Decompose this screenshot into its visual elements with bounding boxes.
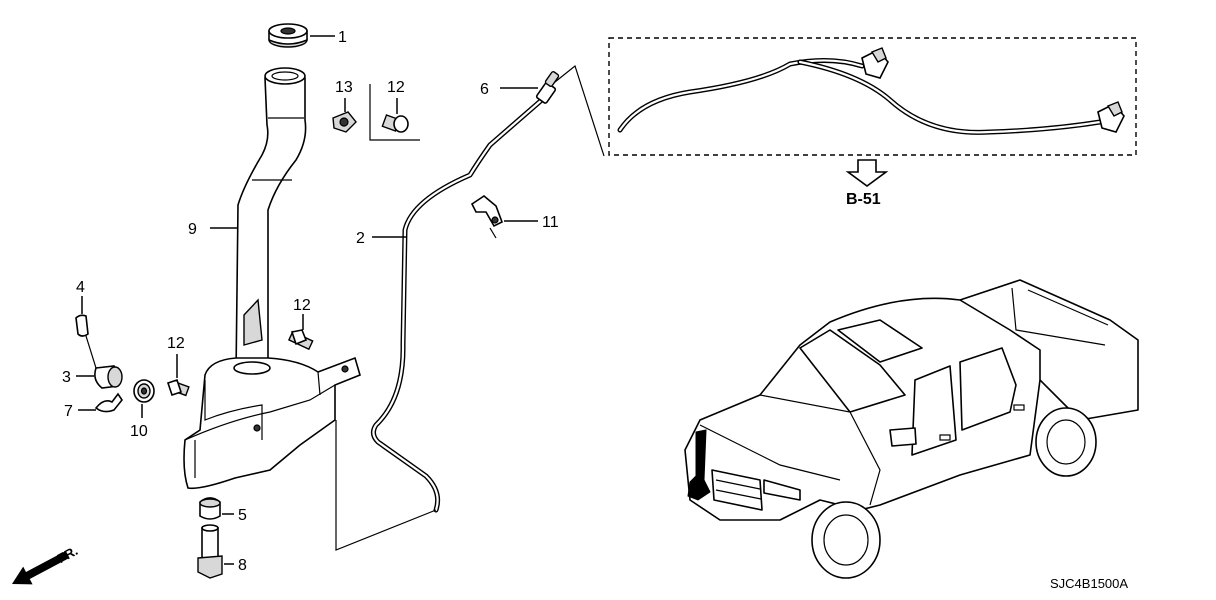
callout-12-left: 12 [167, 335, 185, 352]
part-7-clip [94, 392, 123, 413]
part-12-bolt-left [166, 378, 190, 397]
bracket-line [369, 84, 420, 141]
part-9-filler-neck [235, 67, 307, 376]
part-12-bolt-upper [381, 114, 409, 133]
nozzle-hose-set [617, 47, 1125, 135]
part-1-cap [268, 23, 308, 48]
callout-6: 6 [480, 81, 489, 98]
truck-illustration [684, 279, 1139, 579]
routing-line-lower [335, 420, 437, 551]
callout-13: 13 [335, 79, 353, 96]
diagram-code: SJC4B1500A [1050, 576, 1128, 591]
washer-reservoir-tank [183, 356, 361, 490]
callout-8: 8 [238, 557, 247, 574]
reference-label: B-51 [846, 191, 881, 208]
callout-4: 4 [76, 279, 85, 296]
part-4-grommet [75, 314, 89, 337]
callout-9: 9 [188, 221, 197, 238]
part-2-washer-tube [370, 95, 547, 513]
reference-arrow-icon [845, 159, 889, 187]
callout-3: 3 [62, 369, 71, 386]
part-6-joint [535, 71, 560, 104]
part-12-bolt-tank [287, 329, 314, 351]
nozzle-assembly-box [608, 37, 1137, 156]
callout-10: 10 [130, 423, 148, 440]
front-direction-arrow-icon [11, 551, 69, 585]
part-3-washer-pump [85, 335, 123, 389]
part-13-clip [332, 111, 357, 133]
part-11-clip [470, 195, 504, 239]
callout-12-tank: 12 [293, 297, 311, 314]
part-8-level-sensor [197, 524, 223, 579]
callout-5: 5 [238, 507, 247, 524]
routing-line-upper [554, 64, 605, 157]
callout-2: 2 [356, 230, 365, 247]
callout-7: 7 [64, 403, 73, 420]
part-10-grommet [133, 379, 155, 403]
callout-1: 1 [338, 29, 347, 46]
callout-11: 11 [542, 214, 559, 231]
callout-12-upper: 12 [387, 79, 405, 96]
part-5-grommet [199, 497, 221, 520]
